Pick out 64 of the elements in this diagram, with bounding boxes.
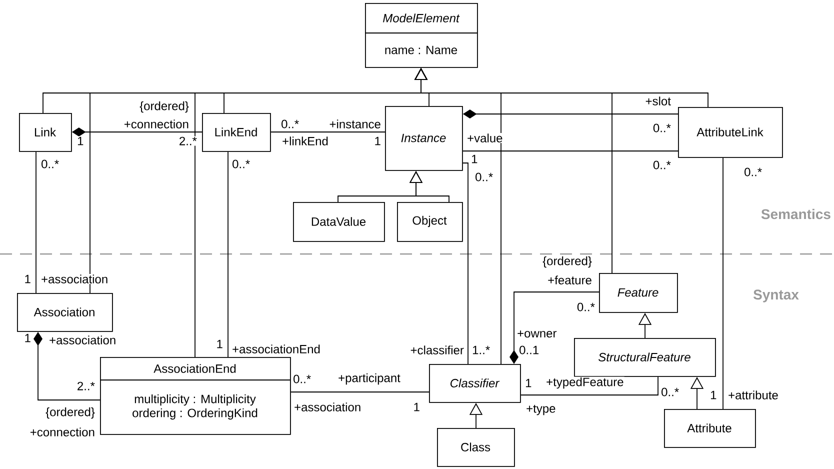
multiplicity-label: 1 [76, 136, 84, 146]
multiplicity-label: 0..* [474, 172, 494, 182]
multiplicity-label: 1 [524, 378, 532, 388]
multiplicity-label: 1 [374, 136, 382, 146]
class-box: Attribute [664, 409, 756, 448]
class-box: StructuralFeature [574, 338, 716, 377]
role-label: +feature [547, 275, 593, 285]
role-label: +attribute [727, 390, 780, 400]
multiplicity-label: 0..1 [518, 345, 540, 355]
composition-line [510, 292, 600, 364]
multiplicity-label: 1 [709, 390, 718, 400]
multiplicity-label: 1 [412, 402, 421, 412]
class-box: Link [19, 113, 72, 152]
class-box: Feature [599, 273, 678, 313]
multiplicity-label: 0..* [231, 159, 251, 169]
association-line [722, 157, 724, 410]
role-label: +value [466, 133, 504, 143]
multiplicity-label: 0..* [292, 374, 312, 384]
multiplicity-label: 1 [24, 333, 32, 343]
multiplicity-label: 0..* [660, 387, 680, 397]
role-label: +classifier [410, 345, 465, 355]
class-box: Object [397, 202, 463, 242]
multiplicity-label: 0..* [576, 302, 596, 312]
section-label: Syntax [753, 290, 799, 302]
class-box: DataValue [293, 202, 385, 242]
role-label: +associationEnd [231, 344, 322, 354]
role-label: +slot [644, 96, 672, 106]
constraint-label: {ordered} [138, 100, 190, 114]
class-box: Class [437, 428, 515, 467]
role-label: +association [40, 274, 109, 284]
multiplicity-label: 0..* [652, 123, 672, 133]
association-line [462, 150, 678, 152]
role-label: +association [293, 402, 362, 412]
role-label: +connection [123, 119, 190, 129]
role-label: +association [48, 335, 117, 345]
multiplicity-label: 2..* [178, 136, 198, 146]
multiplicity-label: 0..* [743, 167, 763, 177]
multiplicity-label: 1..* [471, 345, 491, 355]
role-label: +participant [337, 372, 402, 386]
class-box: Association [17, 293, 113, 332]
class-box: AttributeLink [678, 107, 783, 158]
class-box: ModelElement name : Name [364, 3, 478, 68]
role-label: +type [525, 404, 556, 416]
role-label: +connection [29, 427, 96, 438]
role-label: +typedFeature [545, 376, 624, 390]
section-label: Semantics [761, 208, 830, 220]
multiplicity-label: 0..* [280, 119, 300, 129]
multiplicity-label: 1 [216, 339, 224, 349]
multiplicity-label: 0..* [652, 160, 672, 170]
multiplicity-label: 2..* [76, 381, 96, 391]
multiplicity-label: 1 [470, 154, 478, 164]
class-box: LinkEnd [202, 113, 271, 152]
association-line [520, 376, 658, 396]
constraint-label: {ordered} [44, 406, 96, 420]
association-line [462, 162, 468, 364]
constraint-label: {ordered} [542, 256, 593, 268]
role-label: +instance [328, 119, 382, 129]
class-box: Instance [385, 106, 463, 171]
multiplicity-label: 1 [24, 274, 32, 284]
multiplicity-label: 0..* [40, 159, 60, 169]
class-box: Classifier [429, 364, 521, 403]
class-box: AssociationEnd multiplicity : Multiplicity ordering : OrderingKind [100, 357, 291, 435]
role-label: +linkEnd [281, 136, 330, 146]
role-label: +owner [516, 330, 558, 338]
